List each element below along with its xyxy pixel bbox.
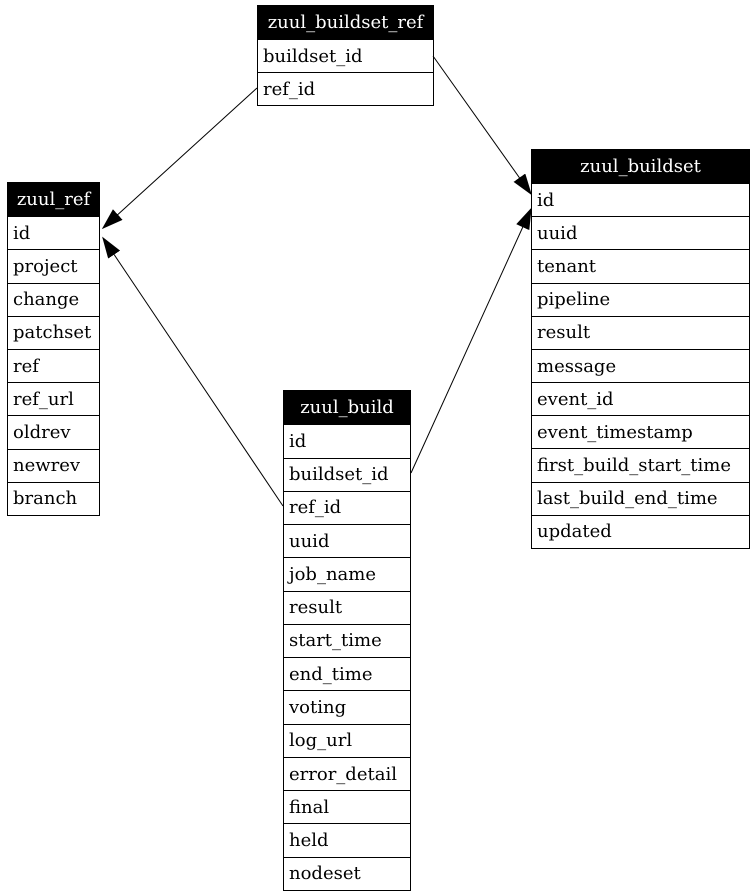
column-row: ref_url [8, 382, 99, 415]
table-header: zuul_buildset [532, 150, 749, 184]
column-row: project [8, 249, 99, 282]
column-row: uuid [284, 524, 410, 557]
table-header: zuul_build [284, 391, 410, 425]
column-row: patchset [8, 315, 99, 349]
column-row: start_time [284, 623, 410, 657]
table-header: zuul_ref [8, 183, 99, 217]
column-row: message [532, 348, 749, 382]
table-zuul-build: zuul_build id buildset_id ref_id uuid jo… [283, 390, 411, 891]
table-zuul-ref: zuul_ref id project change patchset ref … [7, 182, 100, 516]
column-row: tenant [532, 249, 749, 282]
column-row: oldrev [8, 415, 99, 448]
column-row: id [532, 183, 749, 216]
column-row: event_id [532, 382, 749, 415]
column-row: result [284, 590, 410, 624]
column-row: result [532, 315, 749, 349]
table-header: zuul_buildset_ref [258, 6, 433, 39]
column-row: pipeline [532, 282, 749, 316]
table-zuul-buildset: zuul_buildset id uuid tenant pipeline re… [531, 149, 750, 549]
column-row: ref_id [258, 72, 433, 105]
column-row: held [284, 823, 410, 856]
edge-buildset-ref-buildsetid-to-zuul-buildset-id [432, 55, 531, 194]
column-row: final [284, 790, 410, 823]
column-row: ref_id [284, 490, 410, 524]
column-row: newrev [8, 448, 99, 482]
column-row: ref [8, 348, 99, 382]
column-row: error_detail [284, 756, 410, 790]
column-row: uuid [532, 216, 749, 249]
edge-build-refid-to-zuul-ref-id [103, 238, 284, 507]
column-row: first_build_start_time [532, 448, 749, 481]
column-row: last_build_end_time [532, 481, 749, 515]
column-row: event_timestamp [532, 415, 749, 448]
column-row: updated [532, 514, 749, 548]
table-zuul-buildset-ref: zuul_buildset_ref buildset_id ref_id [257, 5, 434, 106]
edge-buildset-ref-refid-to-zuul-ref-id [103, 87, 258, 228]
column-row: id [8, 216, 99, 249]
edge-build-buildsetid-to-zuul-buildset-id [410, 209, 531, 474]
column-row: change [8, 282, 99, 316]
column-row: id [284, 424, 410, 457]
column-row: end_time [284, 657, 410, 690]
column-row: nodeset [284, 856, 410, 890]
column-row: buildset_id [258, 39, 433, 72]
column-row: voting [284, 690, 410, 723]
column-row: log_url [284, 723, 410, 757]
column-row: job_name [284, 557, 410, 590]
column-row: buildset_id [284, 457, 410, 491]
column-row: branch [8, 481, 99, 515]
